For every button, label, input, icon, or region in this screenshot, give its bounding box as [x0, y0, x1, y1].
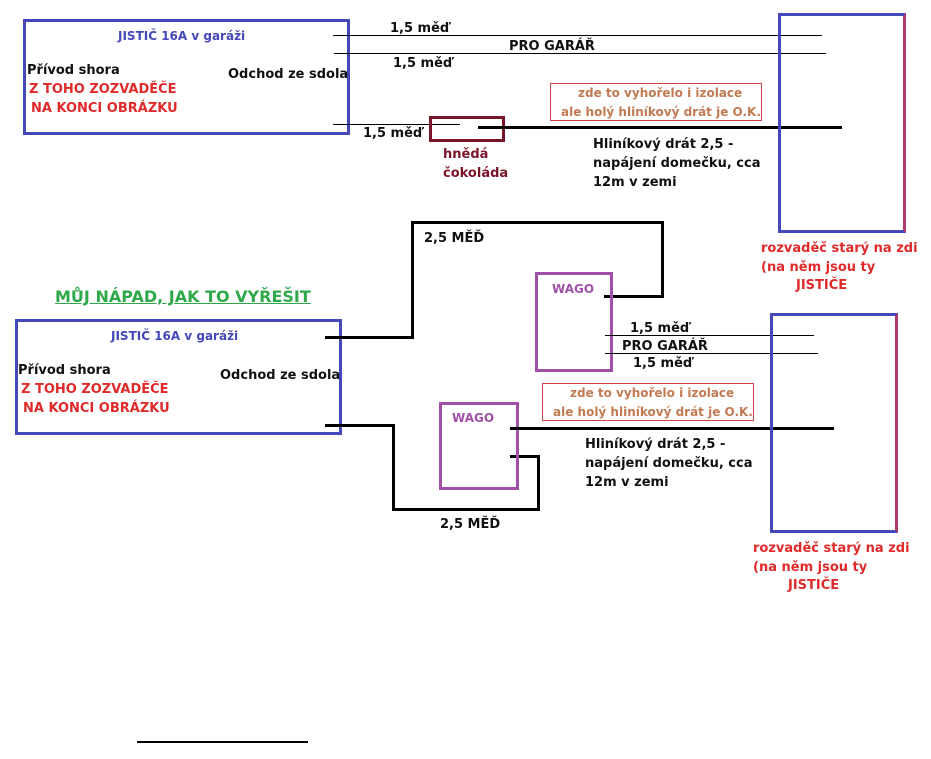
copper-upper-seg3 — [411, 221, 664, 224]
copper-lower-seg3 — [392, 508, 540, 511]
bottom-garage-wire-upper — [605, 335, 814, 336]
copper-lower-seg4 — [537, 455, 540, 511]
bottom-breaker-output-label: Odchod ze sdola — [220, 368, 341, 383]
top-burn-note-box — [550, 83, 762, 121]
bottom-panel-line3: JISTIČE — [788, 578, 840, 593]
top-breaker-output-label: Odchod ze sdola — [228, 67, 349, 82]
copper-upper-seg5 — [604, 295, 664, 298]
copper-lower-label: 2,5 MĚĎ — [440, 517, 501, 532]
top-low-wire-label: 1,5 měď — [363, 126, 423, 141]
top-old-panel — [778, 13, 906, 233]
bottom-old-panel — [770, 313, 898, 533]
top-low-wire — [333, 124, 460, 125]
bottom-breaker-input-label: Přívod shora — [18, 363, 111, 378]
bottom-alu-line2: napájení domečku, cca — [585, 456, 753, 471]
wago-upper-label: WAGO — [552, 282, 595, 296]
bottom-burn-note-line1: zde to vyhořelo i izolace — [570, 386, 735, 400]
bottom-panel-line1: rozvaděč starý na zdi — [753, 541, 910, 556]
bottom-breaker-source-line1: Z TOHO ZOZVADĚČE — [21, 382, 169, 397]
top-breaker-input-label: Přívod shora — [27, 63, 120, 78]
bottom-alu-line1: Hliníkový drát 2,5 - — [585, 437, 726, 452]
top-breaker-source-line2: NA KONCI OBRÁZKU — [31, 101, 178, 116]
chocolate-connector-label-2: čokoláda — [443, 166, 509, 181]
top-breaker-source-line1: Z TOHO ZOZVADĚČE — [29, 82, 177, 97]
wago-lower-label: WAGO — [452, 411, 495, 425]
top-alu-line2: napájení domečku, cca — [593, 156, 761, 171]
bottom-alu-line3: 12m v zemi — [585, 475, 669, 490]
chocolate-connector-label-1: hnědá — [443, 147, 489, 162]
top-burn-note-line1: zde to vyhořelo i izolace — [578, 86, 743, 100]
stray-bottom-line — [137, 741, 308, 743]
bottom-wire-upper-label: 1,5 měď — [630, 321, 690, 336]
top-panel-line2: (na něm jsou ty — [761, 260, 876, 275]
bottom-garage-label: PRO GARÁŘ — [622, 339, 708, 354]
idea-title: MŮJ NÁPAD, JAK TO VYŘEŠIT — [55, 287, 311, 306]
copper-lower-seg5 — [510, 455, 540, 458]
top-breaker-title: JISTIČ 16A v garáži — [118, 29, 246, 43]
copper-upper-seg4 — [661, 221, 664, 298]
top-alu-line1: Hliníkový drát 2,5 - — [593, 137, 734, 152]
bottom-breaker-source-line2: NA KONCI OBRÁZKU — [23, 401, 170, 416]
bottom-breaker-box — [15, 319, 342, 435]
top-alu-line3: 12m v zemi — [593, 175, 677, 190]
top-panel-line3: JISTIČE — [796, 278, 848, 293]
top-panel-line1: rozvaděč starý na zdi — [761, 241, 918, 256]
copper-upper-seg1 — [325, 336, 414, 339]
top-burn-note-line2: ale holý hliníkový drát je O.K. — [561, 105, 761, 119]
top-garage-label: PRO GARÁŘ — [509, 39, 595, 54]
bottom-panel-line2: (na něm jsou ty — [753, 560, 868, 575]
copper-upper-label: 2,5 MĚĎ — [424, 231, 485, 246]
bottom-burn-note-line2: ale holý hliníkový drát je O.K. — [553, 405, 753, 419]
top-garage-wire-upper — [333, 35, 822, 36]
bottom-garage-wire-lower — [605, 353, 818, 354]
wago-lower — [439, 402, 519, 490]
copper-upper-seg2 — [411, 221, 414, 339]
wago-upper — [535, 272, 613, 372]
copper-lower-seg1 — [325, 424, 395, 427]
top-aluminium-wire — [478, 126, 842, 129]
bottom-wire-lower-label: 1,5 měď — [633, 356, 693, 371]
bottom-burn-note-box — [542, 383, 754, 421]
chocolate-connector — [429, 116, 505, 142]
top-garage-wire-lower — [334, 53, 826, 54]
bottom-breaker-title: JISTIČ 16A v garáži — [111, 329, 239, 343]
bottom-aluminium-wire — [510, 427, 834, 430]
top-wire-lower-label: 1,5 měď — [393, 56, 453, 71]
top-wire-upper-label: 1,5 měď — [390, 21, 450, 36]
copper-lower-seg2 — [392, 424, 395, 511]
top-breaker-box — [23, 19, 350, 135]
